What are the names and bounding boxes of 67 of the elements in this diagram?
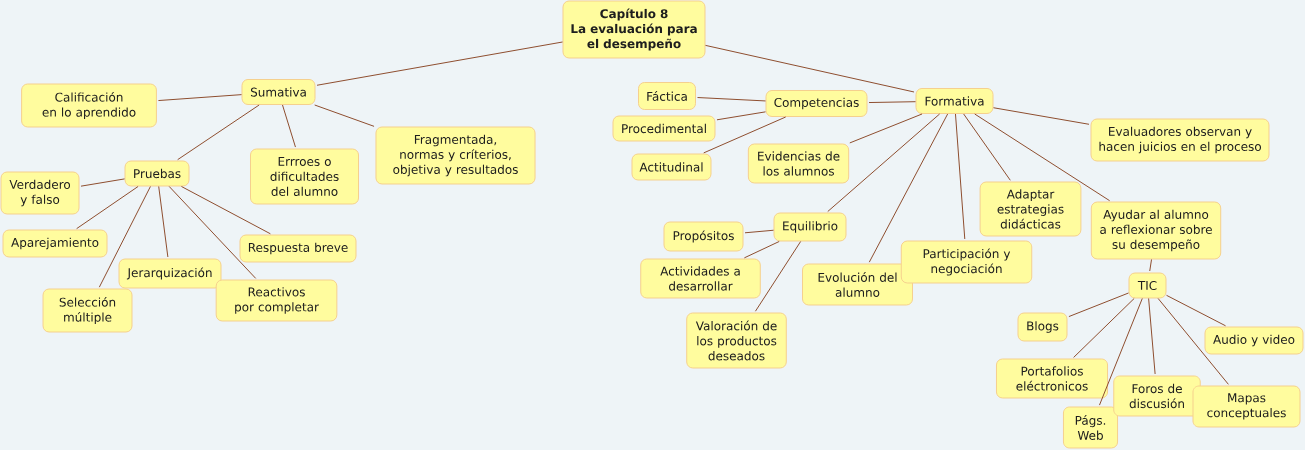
topic-box: Selección múltiple	[42, 288, 133, 333]
connector-line	[754, 241, 802, 312]
connector-line	[963, 113, 1011, 181]
topic-box: Fragmentada, normas y críterios, objetiva y resultados	[375, 126, 536, 185]
connector-line	[868, 101, 916, 104]
topic-box: Errroes o dificultades del alumno	[250, 148, 360, 205]
connector-line	[80, 178, 125, 187]
connector-line	[177, 104, 260, 161]
topic-box: Fáctica	[638, 82, 696, 110]
topic-box: Jerarquización	[118, 258, 222, 289]
topic-box: Evaluadores observan y hacen juicios en el proceso	[1090, 118, 1270, 162]
connector-line	[316, 41, 563, 86]
topic-box: Procedimental	[612, 115, 716, 142]
connector-line	[954, 113, 966, 240]
connector-line	[1166, 294, 1227, 327]
topic-box: Propósitos	[663, 221, 744, 252]
topic-box: Audio y video	[1204, 326, 1304, 355]
topic-box: Verdadero y falso	[0, 171, 80, 215]
topic-box: TIC	[1128, 272, 1167, 299]
topic-box: Aparejamiento	[2, 229, 108, 258]
topic-box: Evidencias de los alumnos	[747, 143, 850, 184]
connector-line	[697, 97, 766, 102]
topic-box: Valoración de los productos deseados	[686, 312, 787, 369]
connector-line	[743, 241, 780, 259]
connector-line	[180, 186, 271, 235]
topic-box: Formativa	[915, 88, 994, 114]
connector-line	[827, 113, 941, 212]
connector-line	[974, 113, 1111, 202]
topic-box: Equilibrio	[773, 212, 847, 242]
connector-line	[1148, 298, 1156, 375]
connector-line	[1073, 298, 1135, 358]
connector-line	[98, 186, 151, 288]
topic-box: Mapas conceptuales	[1192, 385, 1301, 428]
connector-line	[1099, 298, 1143, 406]
connector-line	[703, 116, 787, 154]
topic-box: Págs. Web	[1062, 406, 1119, 449]
topic-box: Foros de discusión	[1113, 375, 1201, 417]
topic-box: Evolución del alumno	[802, 263, 913, 306]
connector-line	[744, 229, 774, 234]
connector-line	[282, 104, 296, 148]
topic-box: Pruebas	[124, 160, 190, 187]
topic-box: Calificación en lo aprendido	[21, 83, 157, 128]
connector-line	[1068, 292, 1129, 318]
topic-box: Participación y negociación	[900, 240, 1033, 284]
connector-line	[868, 113, 949, 263]
topic-box: Competencias	[765, 90, 868, 117]
connector-line	[314, 104, 375, 127]
topic-box: Actividades a desarrollar	[640, 258, 761, 299]
connector-line	[849, 113, 923, 144]
topic-box: Reactivos por completar	[215, 279, 338, 322]
connector-line	[76, 186, 139, 230]
topic-box: Sumativa	[241, 79, 316, 105]
topic-box: Portafolios eléctronicos	[995, 358, 1109, 399]
topic-box: Respuesta breve	[239, 234, 357, 263]
connector-line	[168, 186, 257, 279]
topic-box: Actitudinal	[631, 153, 712, 181]
connector-line	[157, 94, 242, 102]
connector-line	[158, 186, 169, 258]
connector-line	[1157, 298, 1229, 385]
connector-line	[705, 44, 915, 93]
connector-line	[1149, 259, 1153, 272]
topic-box: Blogs	[1017, 312, 1068, 342]
central-topic-box: Capítulo 8 La evaluación para el desempeño	[562, 0, 706, 59]
topic-box: Ayudar al alumno a reflexionar sobre su desempeño	[1090, 201, 1222, 260]
connector-line	[993, 107, 1090, 125]
connector-line	[716, 111, 766, 121]
topic-box: Adaptar estrategias didácticas	[979, 181, 1082, 237]
